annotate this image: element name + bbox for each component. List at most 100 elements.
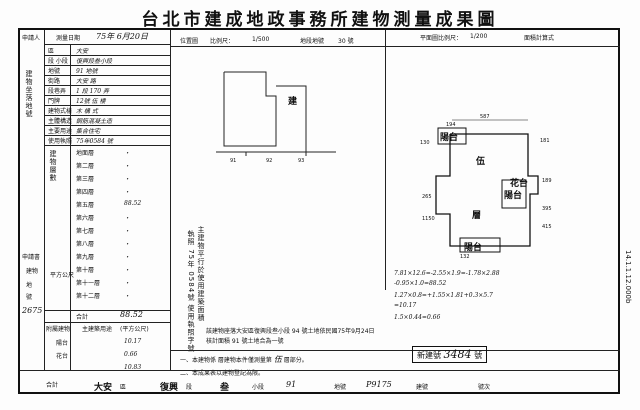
stamp-label: 新建號 [417, 351, 441, 360]
dim-i: 132 [460, 254, 470, 260]
balcony-label-1: 陽台 [440, 133, 459, 143]
stamp-suffix: 號 [474, 351, 483, 360]
info-row-label: 主體構造 [48, 118, 73, 125]
floor-label-2: 層 [472, 211, 482, 221]
parcel-label: 地段地號 [300, 38, 325, 45]
info-row-value: 大安 路 [76, 78, 96, 85]
measure-date-label: 測量日期 [56, 35, 81, 42]
dim-e: 395 [542, 206, 552, 212]
side-note-1: 申請書 [22, 254, 41, 261]
location-label: 位置圖 [180, 38, 199, 45]
info-row-value: 75年0584 號 [76, 138, 113, 145]
unit-label: 平方公尺 [50, 272, 75, 279]
floor-row-label: 第五層 [76, 202, 95, 209]
row-divider [44, 115, 170, 116]
calc-line-5: 1.5×0.44=0.66 [394, 314, 441, 321]
footer-sub: 叁 [220, 383, 230, 393]
floorplan-scale-label: 平面圖比例尺： [420, 35, 463, 42]
calc-line-2: -0.95×1.0=88.52 [394, 280, 447, 287]
measure-date-value: 75年 6月20日 [96, 32, 148, 41]
floor-row-value: ・ [124, 280, 131, 287]
info-row-label: 使用執照 [48, 138, 73, 145]
floor-row-label: 第二層 [76, 163, 95, 170]
dim-c: 181 [540, 138, 550, 144]
floor-row-value: ・ [124, 215, 131, 222]
location-map [216, 71, 336, 156]
scale-left-value: 1/500 [252, 36, 270, 43]
floor-row-value: ・ [124, 228, 131, 235]
floor-row-value: ・ [124, 293, 131, 300]
side-header: 建物坐落地號 [25, 70, 33, 118]
divider [44, 322, 170, 323]
calc-line-4: =10.17 [394, 302, 417, 309]
annex-label: 附屬建物 [46, 326, 71, 333]
floor-row-label: 第七層 [76, 228, 95, 235]
dim-a: 194 [446, 122, 456, 128]
footer-district: 大安 [94, 383, 113, 393]
dim-d: 189 [542, 178, 552, 184]
info-row-label: 主要用途 [48, 128, 73, 135]
dim-f: 415 [542, 224, 552, 230]
footer-lot-suffix: 地號 [334, 384, 347, 391]
info-row-label: 街路 [48, 78, 61, 85]
side-note-5: 2675 [22, 306, 43, 315]
info-row-value: 木 構 式 [76, 108, 98, 115]
row-divider [44, 55, 170, 56]
map-lot-label: 93 [298, 158, 305, 164]
info-row-value: 91 地號 [76, 68, 98, 75]
edge-code: 14.1.1.12.000b [624, 250, 632, 304]
divider [170, 46, 620, 47]
calc-line-3: 1.27×0.8=+1.55×1.81+0.3×5.7 [394, 292, 493, 299]
footer-building-no: P9175 [366, 380, 392, 389]
row-divider [44, 65, 170, 66]
divider [70, 44, 71, 370]
annex-col1: 主建築用途 [82, 326, 113, 333]
annex-row-label: 陽台 [56, 340, 69, 347]
divider [44, 30, 45, 370]
floorplan-scale-value: 1/200 [470, 33, 488, 40]
side-note-3: 地 [26, 282, 33, 289]
floor-plan [435, 119, 539, 253]
info-row-label: 段巷弄 [48, 88, 67, 95]
floor-row-label: 第十層 [76, 267, 95, 274]
annex-total-label: 合計 [46, 382, 59, 389]
floor-row-label: 第四層 [76, 189, 95, 196]
row-divider [44, 145, 170, 146]
info-row-value: 1 段 170 弄 [76, 88, 109, 95]
floor-row-value: ・ [124, 163, 131, 170]
floor-row-label: 第三層 [76, 176, 95, 183]
balcony-label-2: 陽台 [504, 191, 523, 201]
floor-row-label: 第八層 [76, 241, 95, 248]
floor-row-value: ・ [124, 189, 131, 196]
divider [20, 370, 620, 371]
total-value: 88.52 [120, 310, 143, 319]
row-divider [44, 125, 170, 126]
row-divider [44, 95, 170, 96]
info-row-value: 復興段叁小段 [76, 58, 113, 65]
vertical-note-left: 執照 75年 0584號 使用執照字號 [187, 230, 195, 353]
annex-row-value: 10.83 [124, 364, 142, 371]
info-row-label: 段 小段 [48, 58, 68, 65]
dim-top: 587 [480, 114, 490, 120]
footer-building-suffix: 建號 [416, 384, 429, 391]
annex-row-value: 10.17 [124, 338, 142, 345]
calc-header: 面積計算式 [524, 35, 555, 42]
dim-g: 265 [422, 194, 432, 200]
applicant-label: 申請人 [22, 35, 41, 42]
license-line-2: 核計面積 91 號土地合為一號 [206, 338, 284, 345]
floor-row-value: 88.52 [124, 200, 142, 207]
page-title: 台北市建成地政事務所建物測量成果圖 [141, 10, 499, 30]
divider [170, 350, 620, 351]
info-row-value: 鋼筋混凝土造 [76, 118, 113, 125]
floor-row-value: ・ [124, 267, 131, 274]
floor-row-label: 地面層 [76, 150, 95, 157]
annex-col2: (平方公尺) [120, 326, 149, 333]
footer-district-suffix: 區 [120, 384, 127, 391]
map-lot-label: 91 [230, 158, 237, 164]
floors-label: 建物層數 [49, 150, 57, 182]
side-note-4: 號 [26, 294, 33, 301]
map-lot-label: 92 [266, 158, 273, 164]
info-row-value: 大安 [76, 48, 89, 55]
footer-batch-label: 號次 [478, 384, 491, 391]
